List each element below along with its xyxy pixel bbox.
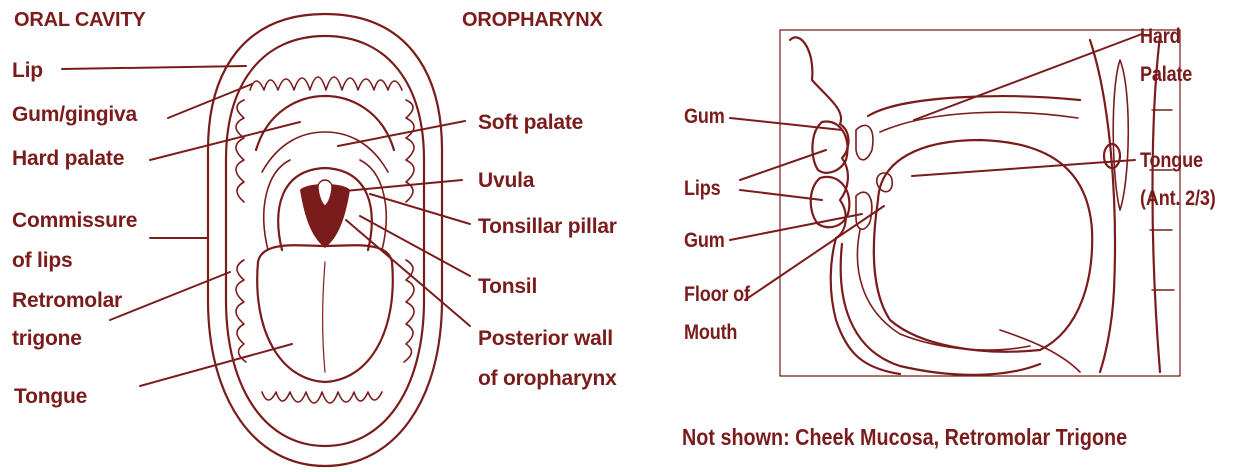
tongue-midline [323, 262, 325, 372]
label-palate: Palate [1140, 64, 1192, 85]
upper-teeth-left-side [236, 100, 244, 202]
label-tonsillar-pillar: Tonsillar pillar [478, 216, 617, 237]
label-anterior-two-thirds: (Ant. 2/3) [1140, 188, 1216, 209]
mandible [841, 244, 1040, 375]
label-hard: Hard [1140, 26, 1180, 47]
lower-teeth-left-side [236, 260, 246, 362]
right-leader-lines [730, 34, 1142, 300]
header-oral-cavity: ORAL CAVITY [14, 10, 146, 30]
open-mouth-illustration [208, 14, 442, 466]
label-mouth: Mouth [684, 322, 737, 343]
label-gum-gingiva: Gum/gingiva [12, 104, 137, 125]
label-soft-palate: Soft palate [478, 112, 583, 133]
label-uvula: Uvula [478, 170, 534, 191]
pharynx-wall [1090, 40, 1115, 372]
label-gum-upper: Gum [684, 106, 725, 127]
label-posterior-wall: Posterior wall [478, 328, 613, 349]
lower-teeth-right-side [404, 260, 414, 362]
label-lip: Lip [12, 60, 43, 81]
section-frame [780, 30, 1180, 376]
label-of-oropharynx: of oropharynx [478, 368, 617, 389]
label-retromolar: Retromolar [12, 290, 122, 311]
not-shown-note: Not shown: Cheek Mucosa, Retromolar Trig… [682, 424, 1127, 451]
label-hard-palate: Hard palate [12, 148, 124, 169]
palate-lower-edge [880, 112, 1078, 132]
label-tongue-right: Tongue [1140, 150, 1203, 171]
label-tonsil: Tonsil [478, 276, 537, 297]
label-trigone: trigone [12, 328, 82, 349]
label-of-lips: of lips [12, 250, 72, 271]
tonsillar-pillar-left [264, 160, 290, 250]
sagittal-section-illustration [780, 30, 1180, 376]
label-floor-of: Floor of [684, 284, 750, 305]
label-tongue: Tongue [14, 386, 87, 407]
label-commissure: Commissure [12, 210, 137, 231]
header-oropharynx: OROPHARYNX [462, 10, 603, 30]
label-gum-lower: Gum [684, 230, 725, 251]
lower-teeth [262, 392, 382, 403]
upper-teeth [250, 77, 402, 90]
palate-arch [256, 96, 394, 150]
upper-teeth-right-side [406, 100, 414, 202]
label-lips: Lips [684, 178, 720, 199]
teeth-upper [856, 125, 873, 159]
epiglottis [1113, 60, 1128, 210]
